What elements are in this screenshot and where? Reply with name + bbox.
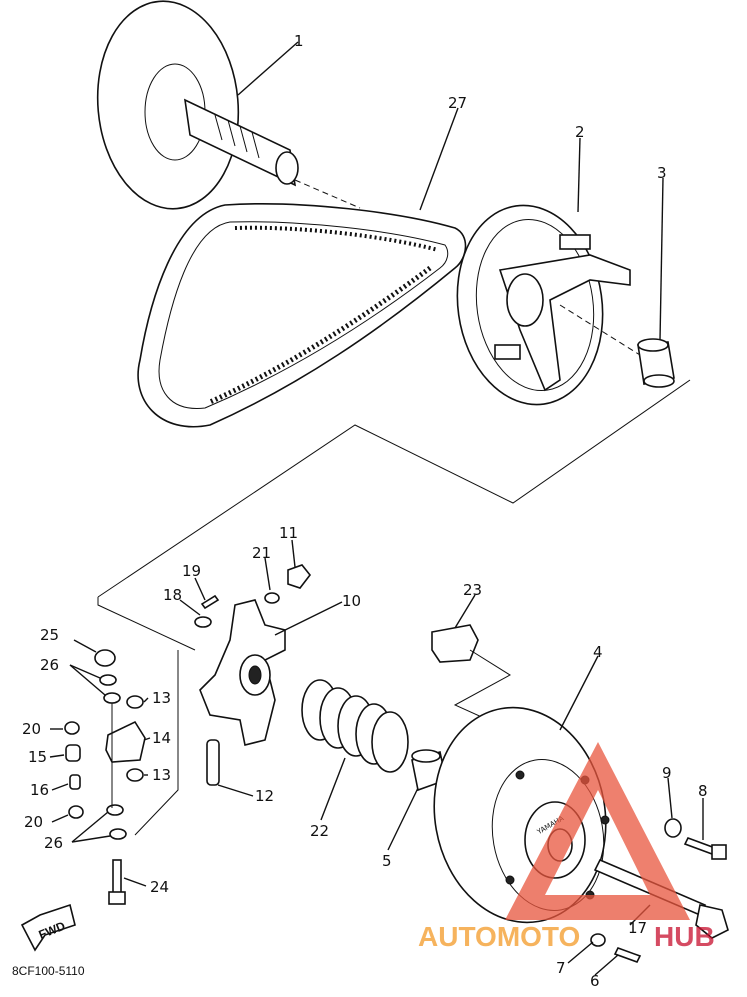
callout-1: 1 (294, 32, 304, 50)
callout-24: 24 (150, 878, 169, 896)
part-8-bolt (683, 837, 727, 860)
callout-9: 9 (662, 764, 672, 782)
callout-26-upper: 26 (40, 656, 59, 674)
callout-6: 6 (590, 972, 600, 990)
callout-3: 3 (657, 164, 667, 182)
part-16-collar (69, 774, 81, 790)
callout-2: 2 (575, 123, 585, 141)
part-18-washer (194, 616, 212, 628)
callout-20-lower: 20 (24, 813, 43, 831)
callout-22: 22 (310, 822, 329, 840)
part-13-washer-upper (126, 695, 144, 709)
callout-20-upper: 20 (22, 720, 41, 738)
callout-8: 8 (698, 782, 708, 800)
callout-5: 5 (382, 852, 392, 870)
part-12-pin (206, 739, 220, 786)
part-1-sliding-sheave (96, 0, 299, 210)
diagram-code: 8CF100-5110 (12, 964, 85, 978)
callout-17: 17 (628, 919, 647, 937)
part-26-washer-lower (106, 804, 127, 840)
leader-lines (49, 41, 704, 976)
callout-23: 23 (463, 581, 482, 599)
watermark-automoto: AUTOMOTO (418, 921, 580, 952)
callout-10: 10 (342, 592, 361, 610)
callout-25: 25 (40, 626, 59, 644)
part-22-compression-spring (301, 679, 409, 773)
callout-4: 4 (593, 643, 603, 661)
callout-21: 21 (252, 544, 271, 562)
part-15-bushing (65, 744, 81, 762)
part-23-bracket (431, 624, 479, 663)
callout-26-lower: 26 (44, 834, 63, 852)
part-2-fixed-sheave (456, 204, 631, 406)
part-9-washer (664, 818, 682, 838)
callout-16: 16 (30, 781, 49, 799)
callout-labels: 1 27 2 3 11 21 19 18 10 23 4 25 26 13 20… (22, 32, 708, 990)
watermark-triangle-icon (505, 742, 690, 920)
part-21-washer (264, 592, 280, 604)
part-20-spacer-lower (68, 805, 84, 819)
part-14-weight (105, 720, 146, 763)
part-26-washer-upper (99, 674, 121, 704)
watermark-hub: HUB (654, 921, 715, 952)
callout-14: 14 (152, 729, 171, 747)
part-13-washer-lower (126, 768, 144, 782)
callout-27: 27 (448, 94, 467, 112)
part-7-washer (590, 933, 606, 947)
part-11-cap (287, 564, 312, 589)
part-19-pin (200, 594, 220, 610)
part-25-nut (94, 649, 116, 667)
callout-7: 7 (556, 959, 566, 977)
watermark: AUTOMOTO HUB (418, 742, 715, 952)
callout-12: 12 (255, 787, 274, 805)
callout-13-lower: 13 (152, 766, 171, 784)
forward-arrow-icon: FWD (20, 903, 76, 952)
part-3-bushing (637, 338, 675, 388)
callout-13-upper: 13 (152, 689, 171, 707)
callout-18: 18 (163, 586, 182, 604)
callout-15: 15 (28, 748, 47, 766)
part-6-bolt (613, 947, 642, 963)
callout-11: 11 (279, 524, 298, 542)
callout-19: 19 (182, 562, 201, 580)
part-20-spacer-upper (64, 721, 80, 735)
part-24-bolt (108, 859, 126, 905)
part-27-v-belt (137, 203, 467, 428)
part-10-spider (199, 599, 286, 746)
